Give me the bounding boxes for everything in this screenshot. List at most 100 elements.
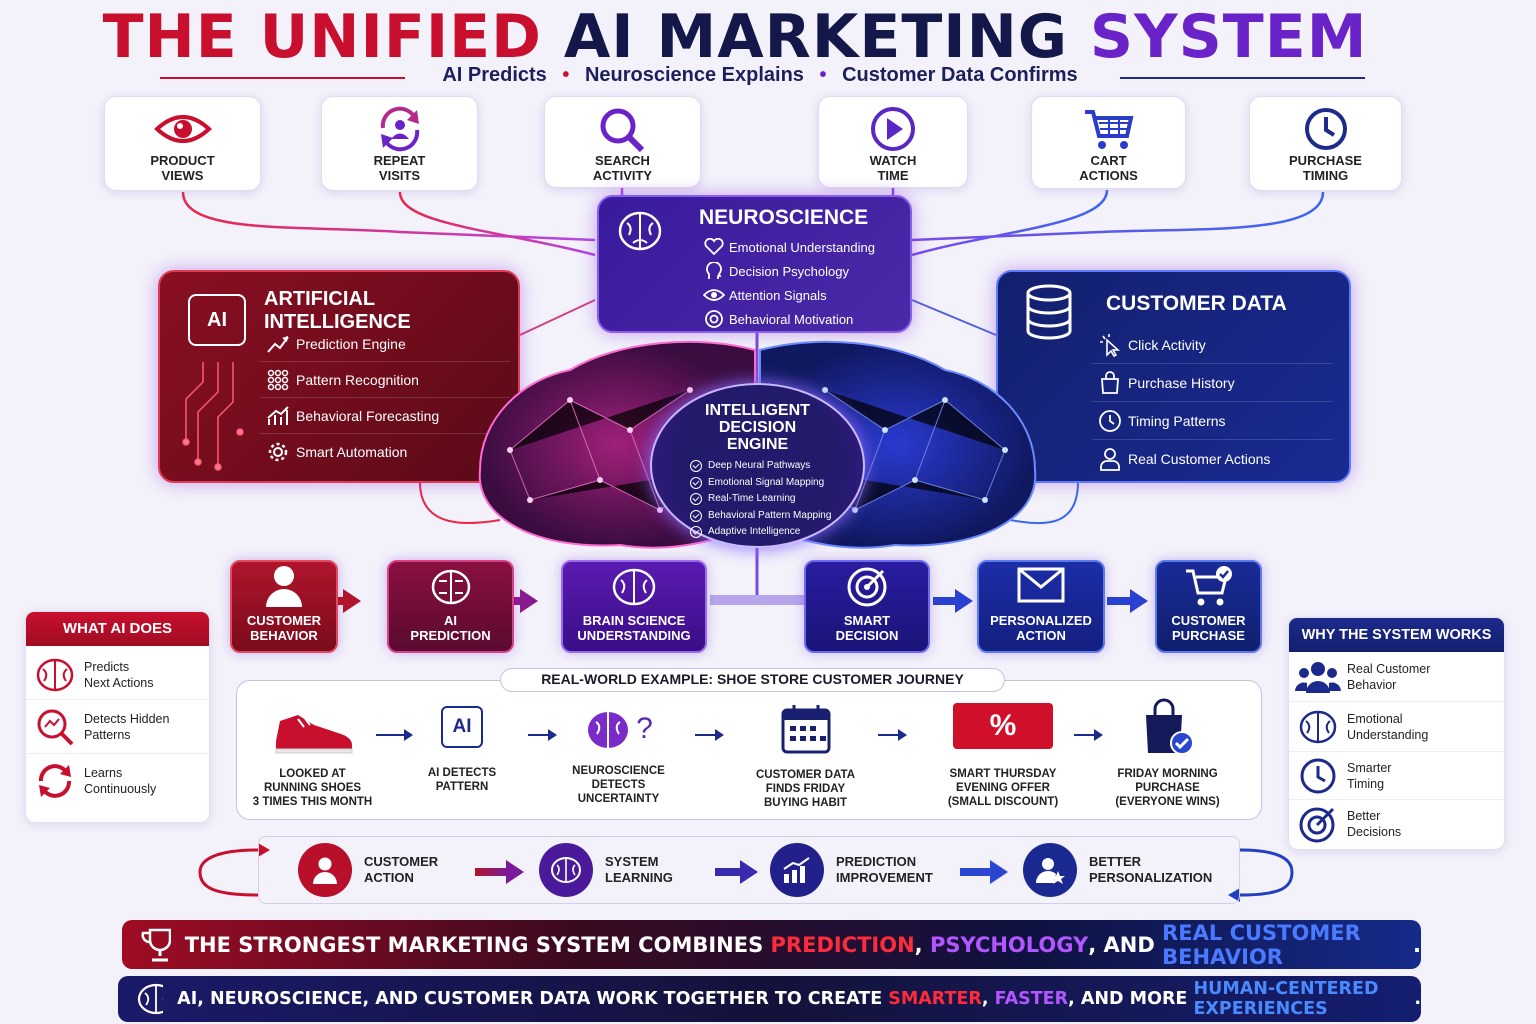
heart-icon — [704, 238, 724, 256]
users-group-icon — [1295, 661, 1341, 693]
what-ai-item-line: Learns — [84, 766, 123, 780]
arrow-right-icon — [506, 860, 524, 884]
example-step-line: BUYING HABIT — [763, 797, 848, 809]
banner-text: THE STRONGEST MARKETING SYSTEM COMBINES — [184, 932, 771, 957]
eye-icon — [153, 115, 212, 143]
banner-comma: , — [981, 989, 989, 1009]
why-item-line: Emotional — [1347, 711, 1403, 726]
arrow-right-icon — [1094, 729, 1103, 741]
example-arrow — [878, 734, 900, 736]
click-cursor-icon — [1100, 333, 1121, 357]
what-ai-item-line: Detects Hidden — [84, 711, 170, 726]
bullet-icon: • — [562, 64, 570, 86]
input-label: REPEAT VISITS — [373, 153, 426, 183]
example-step-6: FRIDAY MORNING PURCHASE (EVERYONE WINS) — [1110, 697, 1225, 809]
input-label: PURCHASE TIMING — [1289, 153, 1362, 183]
clock-icon — [1099, 409, 1121, 432]
neuroscience-item: Decision Psychology — [729, 263, 849, 279]
loop-label: BETTER — [1089, 854, 1141, 869]
banner-comma: , — [914, 932, 923, 957]
customer-data-item: Real Customer Actions — [1128, 451, 1271, 467]
example-step-1: LOOKED AT RUNNING SHOES 3 TIMES THIS MON… — [250, 695, 375, 809]
customer-data-item: Purchase History — [1128, 374, 1235, 391]
why-title: WHY THE SYSTEM WORKS — [1289, 618, 1504, 652]
flow-label: DECISION — [835, 628, 899, 643]
shopping-bag-check-icon — [1145, 698, 1194, 755]
what-ai-title: WHAT AI DOES — [26, 612, 209, 646]
loop-label: ACTION — [364, 870, 414, 885]
example-box — [236, 680, 1262, 820]
engine-title-line: DECISION — [718, 419, 797, 436]
ai-chip-label: AI — [441, 706, 483, 748]
banner-highlight-human: HUMAN-CENTERED EXPERIENCES — [1193, 979, 1379, 1019]
why-item-line: Better — [1347, 809, 1381, 823]
neuroscience-item: Attention Signals — [729, 287, 827, 303]
arrow-right-icon — [955, 589, 973, 613]
example-arrow — [376, 734, 406, 736]
arrow-shaft — [475, 868, 508, 876]
subtitle: AI Predicts • Neuroscience Explains • Cu… — [160, 64, 1360, 87]
neuroscience-item: Emotional Understanding — [729, 239, 875, 255]
why-item-line: Real Customer — [1347, 661, 1431, 676]
brain-icon — [588, 712, 629, 748]
engine-item: Emotional Signal Mapping — [708, 476, 825, 488]
check-circle-icon — [690, 526, 702, 539]
why-item-line: Smarter — [1347, 760, 1392, 775]
target-icon — [1299, 807, 1335, 843]
ai-list: Prediction Engine Pattern Recognition Be… — [260, 326, 510, 470]
why-item-line: Behavior — [1347, 677, 1397, 692]
target-icon — [705, 310, 723, 328]
example-step-line: (SMALL DISCOUNT) — [947, 796, 1059, 808]
calendar-icon — [781, 705, 830, 754]
refresh-icon — [39, 764, 71, 798]
what-ai-item-line: Patterns — [84, 727, 131, 742]
arrow-right-icon — [343, 589, 361, 613]
brain-icon — [137, 983, 164, 1015]
subtitle-neuro: Neuroscience Explains — [584, 64, 804, 86]
head-brain-icon — [706, 262, 722, 279]
flow-label: CUSTOMER — [246, 613, 322, 628]
arrow-right-icon — [990, 860, 1008, 884]
clock-icon — [1304, 108, 1347, 150]
ai-chip-icon: AI — [188, 294, 246, 346]
arrow-right-icon — [1130, 589, 1148, 613]
subtitle-line-left — [160, 77, 405, 79]
banner-highlight-psychology: PSYCHOLOGY — [922, 932, 1089, 957]
arrow-right-icon — [715, 729, 724, 741]
engine-title-line: INTELLIGENT — [705, 402, 810, 419]
example-step-line: (EVERYONE WINS) — [1115, 796, 1220, 808]
summary-banner: AI, NEUROSCIENCE, AND CUSTOMER DATA WORK… — [118, 976, 1421, 1022]
arrow-shaft — [933, 597, 957, 605]
input-label: SEARCH ACTIVITY — [592, 153, 653, 183]
input-search-activity: SEARCH ACTIVITY — [544, 96, 701, 188]
percent-label: % — [989, 709, 1017, 742]
loop-label: IMPROVEMENT — [836, 870, 933, 885]
subtitle-line-right — [1120, 77, 1365, 79]
banner-highlight-behavior: REAL CUSTOMER BEHAVIOR — [1162, 920, 1361, 969]
example-arrow — [528, 734, 550, 736]
example-step-line: FRIDAY MORNING — [1117, 768, 1218, 780]
input-watch-time: WATCH TIME — [818, 96, 968, 188]
arrow-right-icon — [520, 589, 538, 613]
title-part-navy: AI MARKETING — [563, 2, 1069, 72]
learning-loop — [258, 836, 1240, 904]
loop-label: LEARNING — [605, 870, 673, 885]
brain-icon — [1299, 710, 1337, 743]
engine-item: Deep Neural Pathways — [708, 460, 811, 471]
banner-highlight-faster: FASTER — [988, 989, 1069, 1009]
circuit-decoration — [182, 362, 244, 471]
why-item-line: Timing — [1347, 776, 1385, 791]
example-step-line: NEUROSCIENCE — [572, 765, 665, 777]
example-step-line: CUSTOMER DATA — [755, 769, 856, 781]
check-circle-icon — [690, 509, 702, 522]
customer-data-item: Click Activity — [1128, 336, 1206, 353]
example-arrow — [695, 734, 717, 736]
ai-item: Pattern Recognition — [296, 371, 419, 388]
brain-icon — [612, 568, 656, 606]
brain-icon — [36, 658, 74, 691]
